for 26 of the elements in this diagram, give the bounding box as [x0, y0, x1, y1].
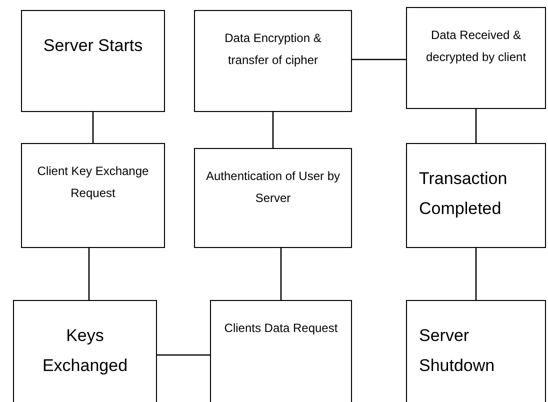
connector-line: [352, 58, 406, 60]
box-label: Client Key Exchange Request: [36, 163, 150, 202]
box-label: Server Starts: [43, 35, 143, 57]
process-box: [406, 300, 546, 402]
box-label: Authentication of User by Server: [204, 168, 342, 207]
connector-line: [88, 248, 90, 300]
connector-line: [157, 354, 210, 356]
process-box: [210, 300, 352, 402]
process-box: [194, 10, 352, 112]
process-box: [21, 143, 165, 248]
box-label: Keys Exchanged: [41, 325, 129, 377]
connector-line: [92, 112, 94, 143]
box-label: Data Received & decrypted by client: [424, 27, 528, 66]
box-label: Data Encryption & transfer of cipher: [224, 30, 322, 69]
connector-line: [475, 109, 477, 143]
box-label: Clients Data Request: [224, 320, 338, 337]
connector-line: [280, 248, 282, 300]
process-box: [406, 143, 546, 248]
connector-line: [272, 112, 274, 148]
process-box: [13, 300, 157, 402]
box-label: Transaction Completed: [419, 168, 508, 220]
box-label: Server Shutdown: [419, 325, 496, 377]
process-box: [406, 7, 546, 109]
connector-line: [475, 248, 477, 300]
process-box: [194, 148, 352, 248]
process-box: [21, 10, 165, 112]
